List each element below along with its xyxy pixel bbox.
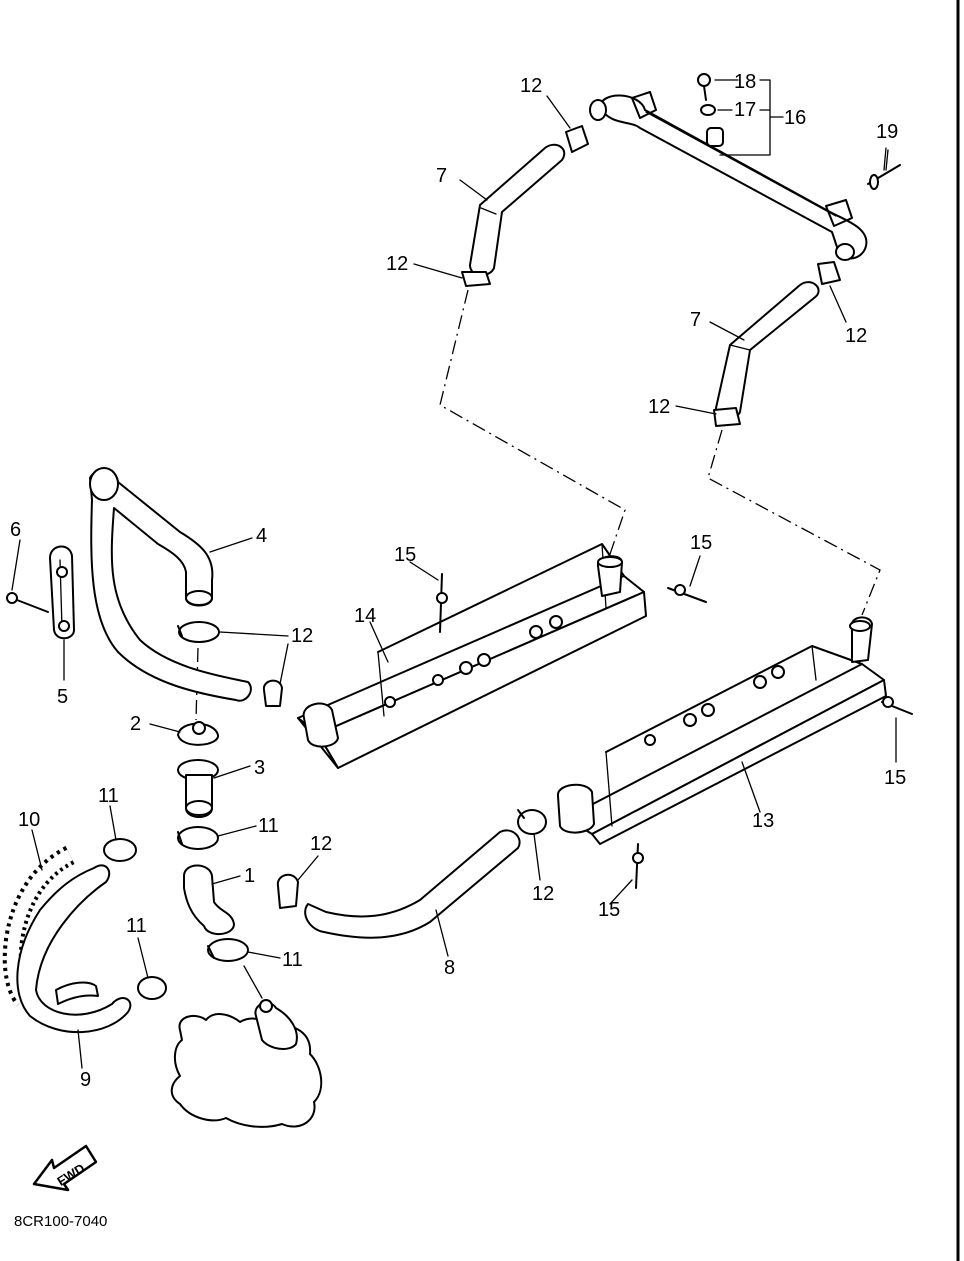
callout-15-bottom: 15 xyxy=(598,899,620,921)
clamp-12-right-lower xyxy=(713,407,741,427)
callout-18: 18 xyxy=(734,71,756,93)
callout-17: 17 xyxy=(734,99,756,121)
clamp-11-left-upper xyxy=(103,838,137,862)
fwd-arrow: FWD xyxy=(32,1144,98,1192)
callout-14: 14 xyxy=(354,605,376,627)
callout-19: 19 xyxy=(876,121,898,143)
callout-12-pipe4: 12 xyxy=(291,625,313,647)
callout-11-lower-left: 11 xyxy=(126,915,147,937)
callout-12-upper-left: 12 xyxy=(386,253,408,275)
callout-7-left: 7 xyxy=(436,165,447,187)
clamp-12-hose8 xyxy=(276,873,299,909)
clamp-12-upper-left xyxy=(461,271,491,287)
callout-12-pipe13: 12 xyxy=(532,883,554,905)
diagram-code: 8CR100-7040 xyxy=(14,1213,107,1230)
callout-12-right-lower: 12 xyxy=(648,396,670,418)
callout-15-top-right: 15 xyxy=(690,532,712,554)
leader-lines xyxy=(11,95,897,1069)
callout-15-top-left: 15 xyxy=(394,544,416,566)
bolt-18 xyxy=(697,73,711,101)
callout-6: 6 xyxy=(10,519,21,541)
bracket-5 xyxy=(49,545,75,640)
callouts: 1 2 3 4 5 6 7 7 8 9 10 11 11 11 11 12 12… xyxy=(10,71,906,1091)
crossover-pipe xyxy=(589,91,868,261)
callout-4: 4 xyxy=(256,525,267,547)
bolt-15-pipe13-end xyxy=(881,696,913,715)
hose-8 xyxy=(304,829,521,939)
pipe-13 xyxy=(557,616,887,845)
clamp-12-right-upper xyxy=(817,261,841,285)
bolt-15-pipe14-top xyxy=(436,573,448,633)
hose-9 xyxy=(16,864,132,1034)
callout-5: 5 xyxy=(57,686,68,708)
bolt-6 xyxy=(6,592,49,613)
bracket-16-leader xyxy=(714,79,784,156)
callout-11-lower: 11 xyxy=(282,949,303,971)
callout-7-right: 7 xyxy=(690,309,701,331)
bolt-19 xyxy=(867,147,901,190)
callout-8: 8 xyxy=(444,957,455,979)
callout-11-top-left: 11 xyxy=(98,785,119,807)
callout-12-right-upper: 12 xyxy=(845,325,867,347)
clamp-12-pipe4 xyxy=(177,621,220,643)
bolt-15-pipe13-bottom xyxy=(632,843,644,889)
clamp-11-upper xyxy=(177,826,219,850)
callout-16: 16 xyxy=(784,107,806,129)
washer-17 xyxy=(700,104,716,116)
callout-2: 2 xyxy=(130,713,141,735)
fitting-3 xyxy=(177,759,219,818)
callout-13: 13 xyxy=(752,810,774,832)
hose-1 xyxy=(183,864,235,935)
callout-12-hose8: 12 xyxy=(310,833,332,855)
callout-11-upper: 11 xyxy=(258,815,279,837)
callout-3: 3 xyxy=(254,757,265,779)
clamp-12-pipe4-end xyxy=(262,679,283,707)
callout-15-right: 15 xyxy=(884,767,906,789)
bolt-15-pipe14-end xyxy=(667,584,707,603)
cap-2 xyxy=(177,721,219,746)
callout-1: 1 xyxy=(244,865,255,887)
pipe-4 xyxy=(89,467,252,702)
pump-body xyxy=(170,965,323,1128)
clamp-11-left-lower xyxy=(137,976,167,1000)
clamp-12-pipe13 xyxy=(517,809,547,835)
callout-10: 10 xyxy=(18,809,40,831)
hose-7-left xyxy=(469,143,566,277)
clamp-12-top xyxy=(565,125,589,153)
hose-7-right xyxy=(714,281,820,420)
callout-12-top: 12 xyxy=(520,75,542,97)
pipe-14 xyxy=(297,543,647,769)
clamp-11-lower xyxy=(207,938,249,962)
callout-9: 9 xyxy=(80,1069,91,1091)
